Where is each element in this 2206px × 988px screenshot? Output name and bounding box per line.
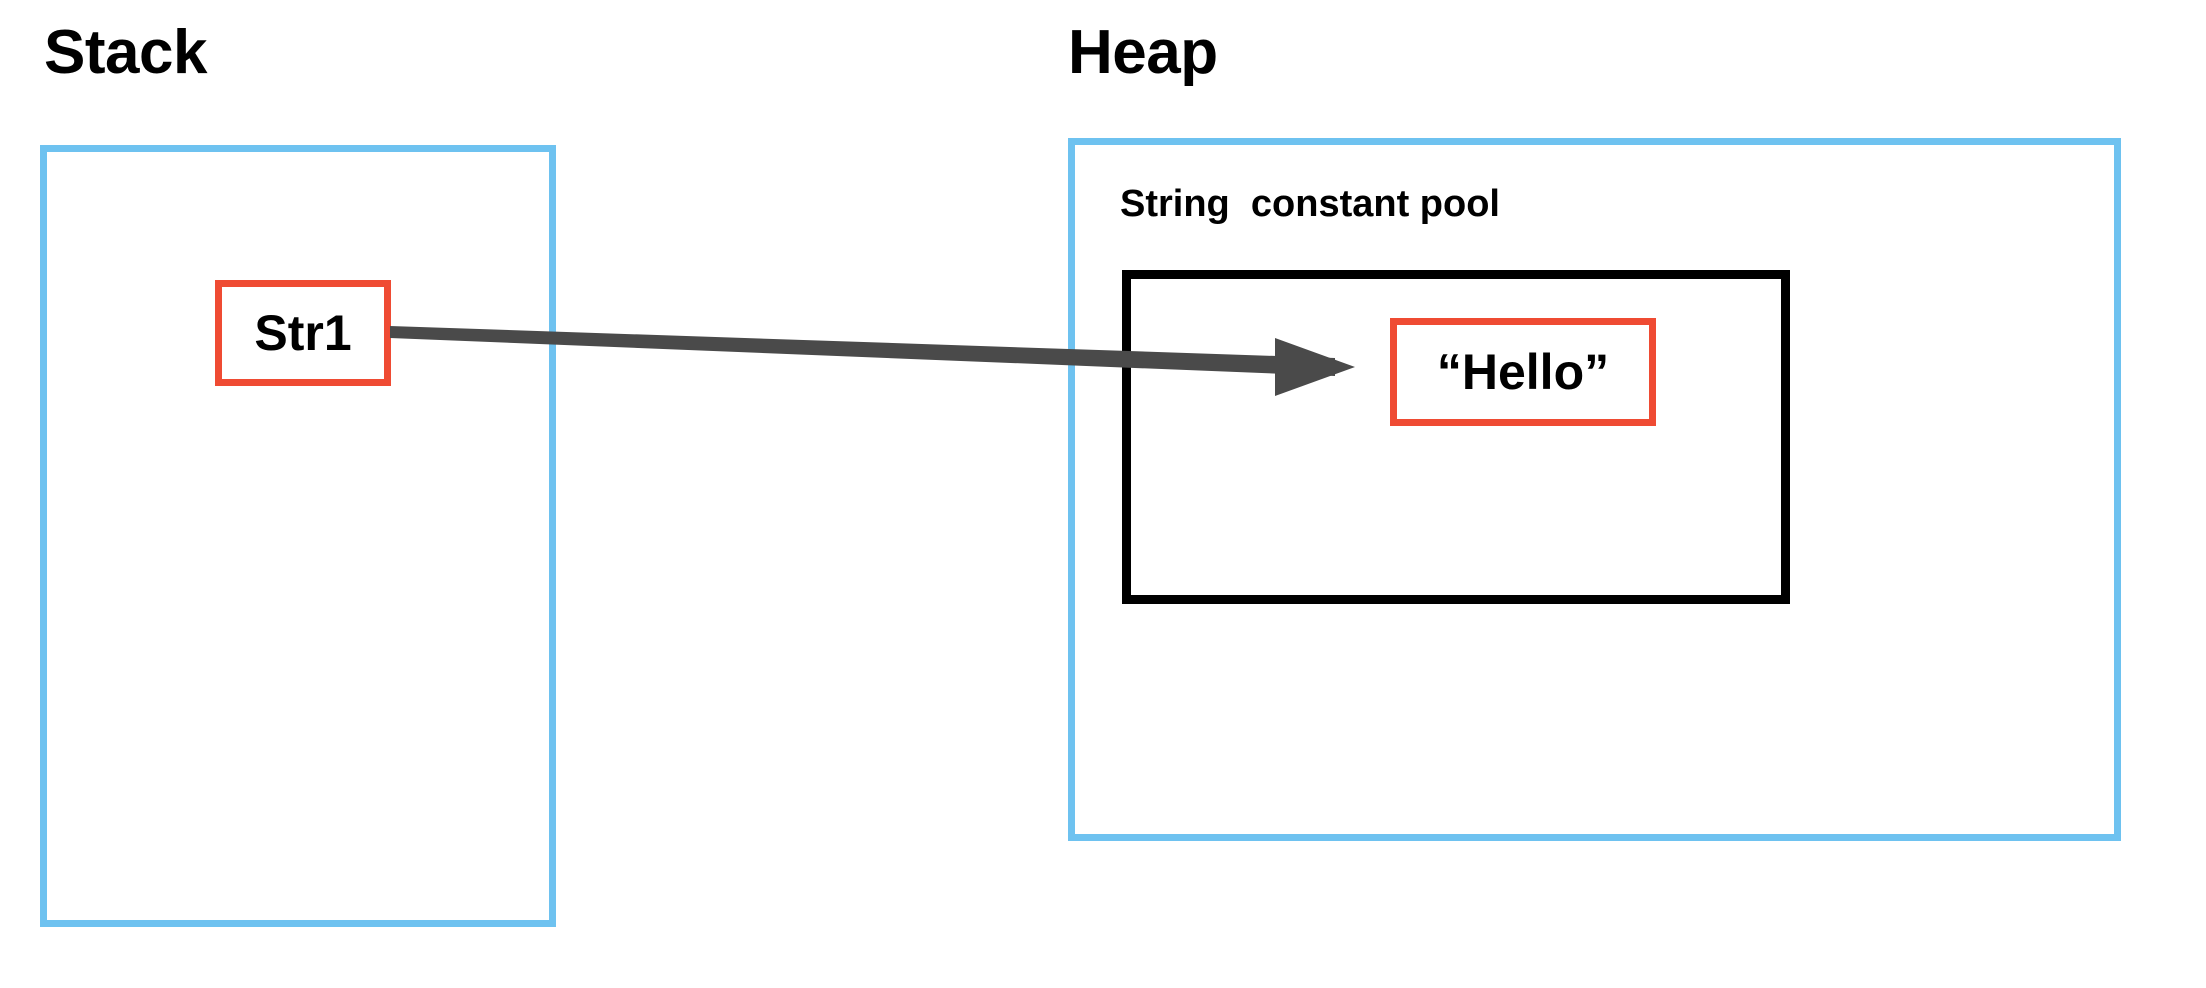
stack-variable-cell-str1: Str1 — [215, 280, 391, 386]
stack-region-title: Stack — [44, 18, 207, 87]
heap-region-box — [1068, 138, 2121, 841]
heap-region-title: Heap — [1068, 18, 1218, 87]
string-constant-pool-box — [1122, 270, 1790, 604]
string-constant-pool-label: String constant pool — [1120, 183, 1500, 225]
stack-region-box — [40, 145, 556, 927]
pool-literal-cell-hello: “Hello” — [1390, 318, 1656, 426]
